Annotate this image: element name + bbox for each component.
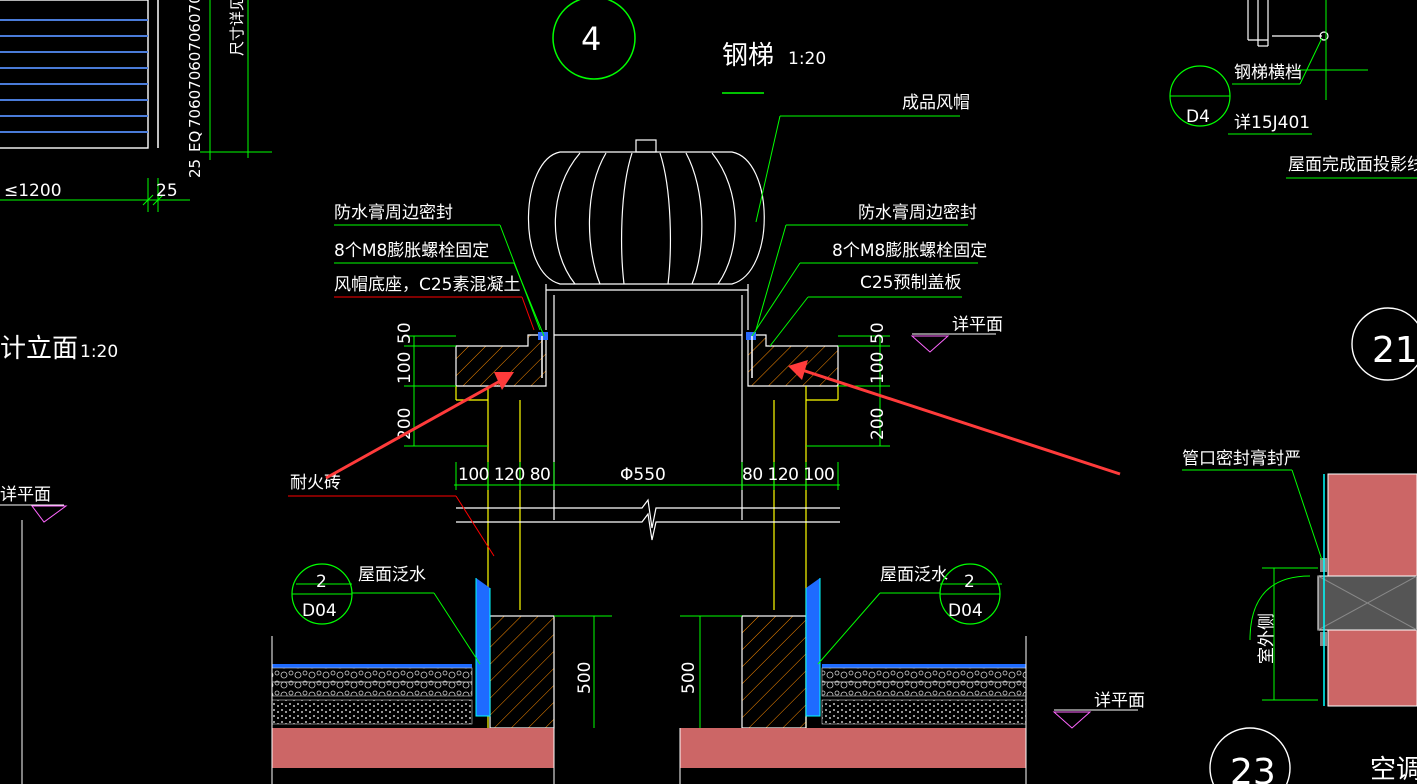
ref-left-sheet: D04 (302, 601, 337, 621)
ref-d4: D4 (1186, 107, 1210, 127)
detail-plan-bottom: 详平面 (1094, 691, 1145, 711)
dim-diameter: Φ550 (620, 465, 666, 485)
callout-outdoor-side: 室外侧 (1257, 613, 1277, 664)
louver-elevation (0, 0, 272, 212)
ref-bubble-23 (1209, 727, 1291, 784)
callout-flashing-left: 屋面泛水 (358, 565, 426, 585)
ref-right-sheet: D04 (948, 601, 983, 621)
callout-sealant-left: 防水膏周边密封 (334, 202, 453, 223)
roof-layers-left (271, 578, 554, 768)
annotation-arrow-right (788, 360, 1121, 476)
callout-bolts-left: 8个M8膨胀螺栓固定 (334, 241, 489, 261)
detail-plan-right: 详平面 (952, 315, 1003, 335)
callout-flashing-right: 屋面泛水 (880, 565, 948, 585)
drawing-scale: 1:20 (788, 49, 826, 69)
roof-layers-right (680, 578, 1027, 768)
dim-right-200: 200 (868, 408, 888, 440)
dim-25-horizontal: 25 (156, 181, 178, 201)
callout-ladder-rung: 钢梯横档 (1234, 63, 1302, 83)
callout-bolts-right: 8个M8膨胀螺栓固定 (832, 241, 987, 261)
dim-vertical-25: 25 (186, 159, 204, 178)
callout-roof-projection: 屋面完成面投影线 (1288, 155, 1417, 175)
ref-right-number: 2 (964, 572, 975, 592)
pipe-wall-detail (1317, 473, 1417, 707)
callout-pipe-seal: 管口密封膏封严 (1182, 448, 1301, 469)
detail-number-circle (552, 0, 636, 80)
dim-right-500: 500 (679, 662, 699, 694)
ladder-detail (1247, 0, 1329, 47)
firebrick (489, 615, 807, 729)
ref-bubble-right (939, 563, 1001, 625)
dim-left-500: 500 (575, 662, 595, 694)
dim-left-100: 100 (395, 352, 415, 384)
dim-vertical-eq: EQ (186, 131, 204, 152)
callout-firebrick: 耐火砖 (290, 473, 341, 493)
detail-21: 21 (1372, 330, 1417, 371)
label-air-conditioner: 空调 (1370, 755, 1417, 784)
detail-23: 23 (1230, 752, 1276, 784)
ref-bubble-left (291, 563, 353, 625)
left-view-title: 计立面 (0, 334, 78, 364)
dim-vertical-note: 尺寸详见 (228, 0, 246, 56)
callout-finished-hood: 成品风帽 (902, 93, 970, 113)
dim-right-50: 50 (868, 322, 888, 344)
callout-slab: C25预制盖板 (860, 273, 962, 293)
detail-plan-left: 详平面 (0, 485, 51, 505)
dim-row-right: 80 120 100 (742, 465, 834, 485)
detail-number: 4 (581, 20, 601, 58)
callout-sealant-right: 防水膏周边密封 (858, 202, 977, 223)
left-view-scale: 1:20 (80, 342, 118, 362)
dim-vertical-spacing: 706070607060707 (186, 0, 204, 128)
dim-right-100: 100 (868, 352, 888, 384)
callout-base: 风帽底座，C25素混凝土 (334, 275, 521, 295)
roof-ventilator (527, 139, 765, 330)
drawing-title: 钢梯 (722, 41, 774, 71)
concrete-base (455, 332, 839, 387)
dim-row-left: 100 120 80 (458, 465, 550, 485)
dim-1200: ≤1200 (4, 181, 62, 201)
annotation-arrow-left (325, 372, 514, 480)
ref-left-number: 2 (316, 572, 327, 592)
ref-bubble-21 (1351, 307, 1417, 381)
callout-ref-15j401: 详15J401 (1234, 113, 1310, 133)
dim-left-50: 50 (395, 322, 415, 344)
